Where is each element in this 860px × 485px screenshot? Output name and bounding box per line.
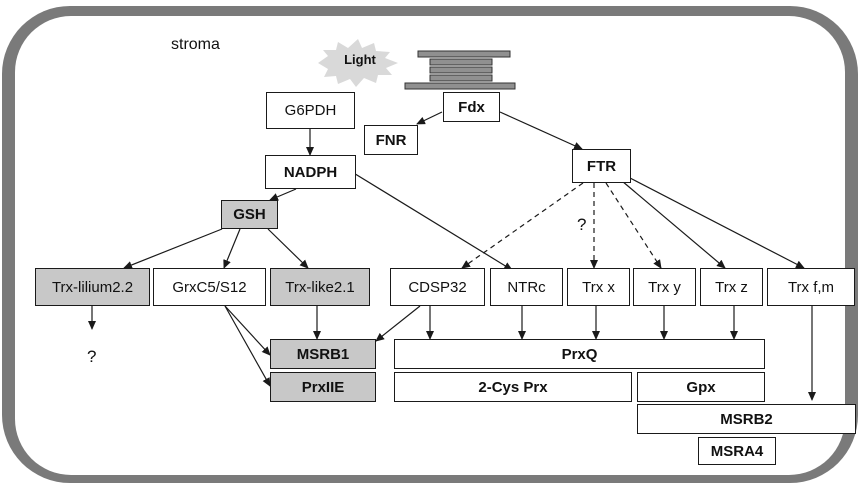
- gpx-node: Gpx: [637, 372, 765, 402]
- edge-fdx-ftr: [499, 111, 583, 150]
- ftr-node: FTR: [572, 149, 631, 183]
- edge-ftr-trxz: [621, 180, 726, 269]
- edge-ftr-trxy: [605, 182, 662, 269]
- trx-fm-node: Trx f,m: [767, 268, 855, 306]
- trx-like21-node: Trx-like2.1: [270, 268, 370, 306]
- light-label: Light: [344, 52, 376, 67]
- edge-gsh-trxlike: [267, 228, 309, 269]
- gsh-node: GSH: [221, 200, 278, 229]
- edge-gsh-grxc5: [223, 228, 241, 269]
- thylakoid-stack: [404, 50, 516, 90]
- g6pdh-node: G6PDH: [266, 92, 355, 129]
- cdsp32-node: CDSP32: [390, 268, 485, 306]
- edge-fdx-fnr: [416, 111, 443, 125]
- light-burst-shape: [318, 39, 398, 87]
- msra4-node: MSRA4: [698, 437, 776, 465]
- edge-ftr-trxfm: [629, 177, 805, 269]
- edge-grxc5-msrb1: [224, 305, 271, 356]
- nadph-node: NADPH: [265, 155, 356, 189]
- msrb2-node: MSRB2: [637, 404, 856, 434]
- msrb1-node: MSRB1: [270, 339, 376, 369]
- ntrc-node: NTRc: [490, 268, 563, 306]
- edge-ftr-cdsp32: [461, 182, 584, 269]
- edge-grxc5-prxiie: [224, 305, 271, 387]
- trx-x-unknown-mark: ?: [577, 215, 587, 234]
- fdx-node: Fdx: [443, 92, 500, 122]
- edge-cdsp32-msrb1: [375, 305, 421, 342]
- trx-lilium22-node: Trx-lilium2.2: [35, 268, 150, 306]
- two-cys-prx-node: 2-Cys Prx: [394, 372, 632, 402]
- fnr-node: FNR: [364, 125, 418, 155]
- edge-nadph-ntrc: [351, 171, 513, 271]
- trx-x-node: Trx x: [567, 268, 630, 306]
- stroma-label: stroma: [171, 36, 220, 53]
- grxc5-s12-node: GrxC5/S12: [153, 268, 266, 306]
- trx-z-node: Trx z: [700, 268, 763, 306]
- trx-y-node: Trx y: [633, 268, 696, 306]
- edge-gsh-trxlilium: [123, 228, 223, 269]
- trx-lilium-unknown-mark: ?: [87, 347, 97, 366]
- prxiie-node: PrxIIE: [270, 372, 376, 402]
- edge-nadph-gsh: [269, 188, 297, 201]
- prxq-node: PrxQ: [394, 339, 765, 369]
